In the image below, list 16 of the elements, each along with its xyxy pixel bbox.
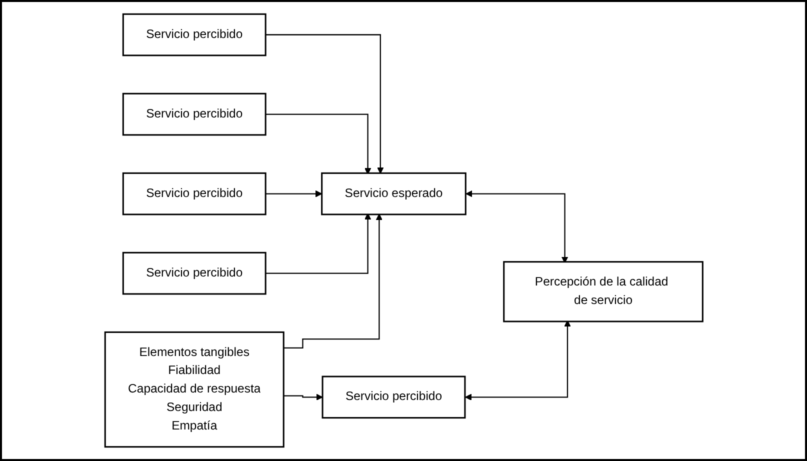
node-box: Servicio percibido (122, 92, 266, 136)
arrow (265, 190, 322, 198)
arrow (265, 34, 384, 174)
node-box: Servicio percibido (122, 13, 266, 56)
node-box: Servicio percibido (122, 252, 266, 295)
node-box: Servicio percibido (122, 172, 266, 216)
node-box: Servicio percibido (321, 376, 466, 419)
arrow (465, 190, 568, 264)
arrow (283, 394, 322, 401)
arrow (464, 320, 570, 401)
arrow (283, 214, 382, 349)
node-box: Elementos tangibles Fiabilidad Capacidad de respuesta Seguridad Empatía (104, 331, 284, 448)
arrow (265, 114, 371, 174)
node-box: Percepción de la calidad de servicio (502, 261, 704, 322)
node-box: Servicio esperado (320, 172, 466, 216)
arrow (265, 213, 371, 274)
